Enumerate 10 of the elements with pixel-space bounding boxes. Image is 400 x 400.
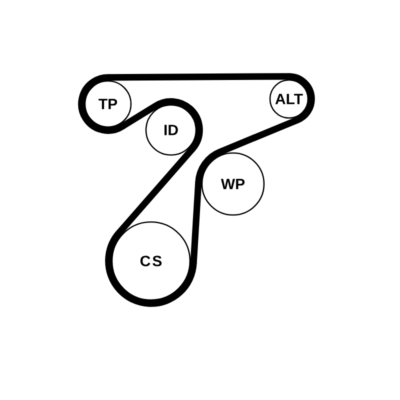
pulley: WP (201, 152, 265, 216)
belt (108, 73, 289, 81)
pulley: ID (145, 104, 197, 156)
pulley: CS (111, 221, 191, 301)
pulley: TP (84, 80, 132, 128)
pulley: ALT (269, 79, 309, 119)
belt (190, 182, 202, 264)
belt (120, 102, 158, 130)
belt (116, 146, 196, 236)
belt (218, 116, 299, 156)
